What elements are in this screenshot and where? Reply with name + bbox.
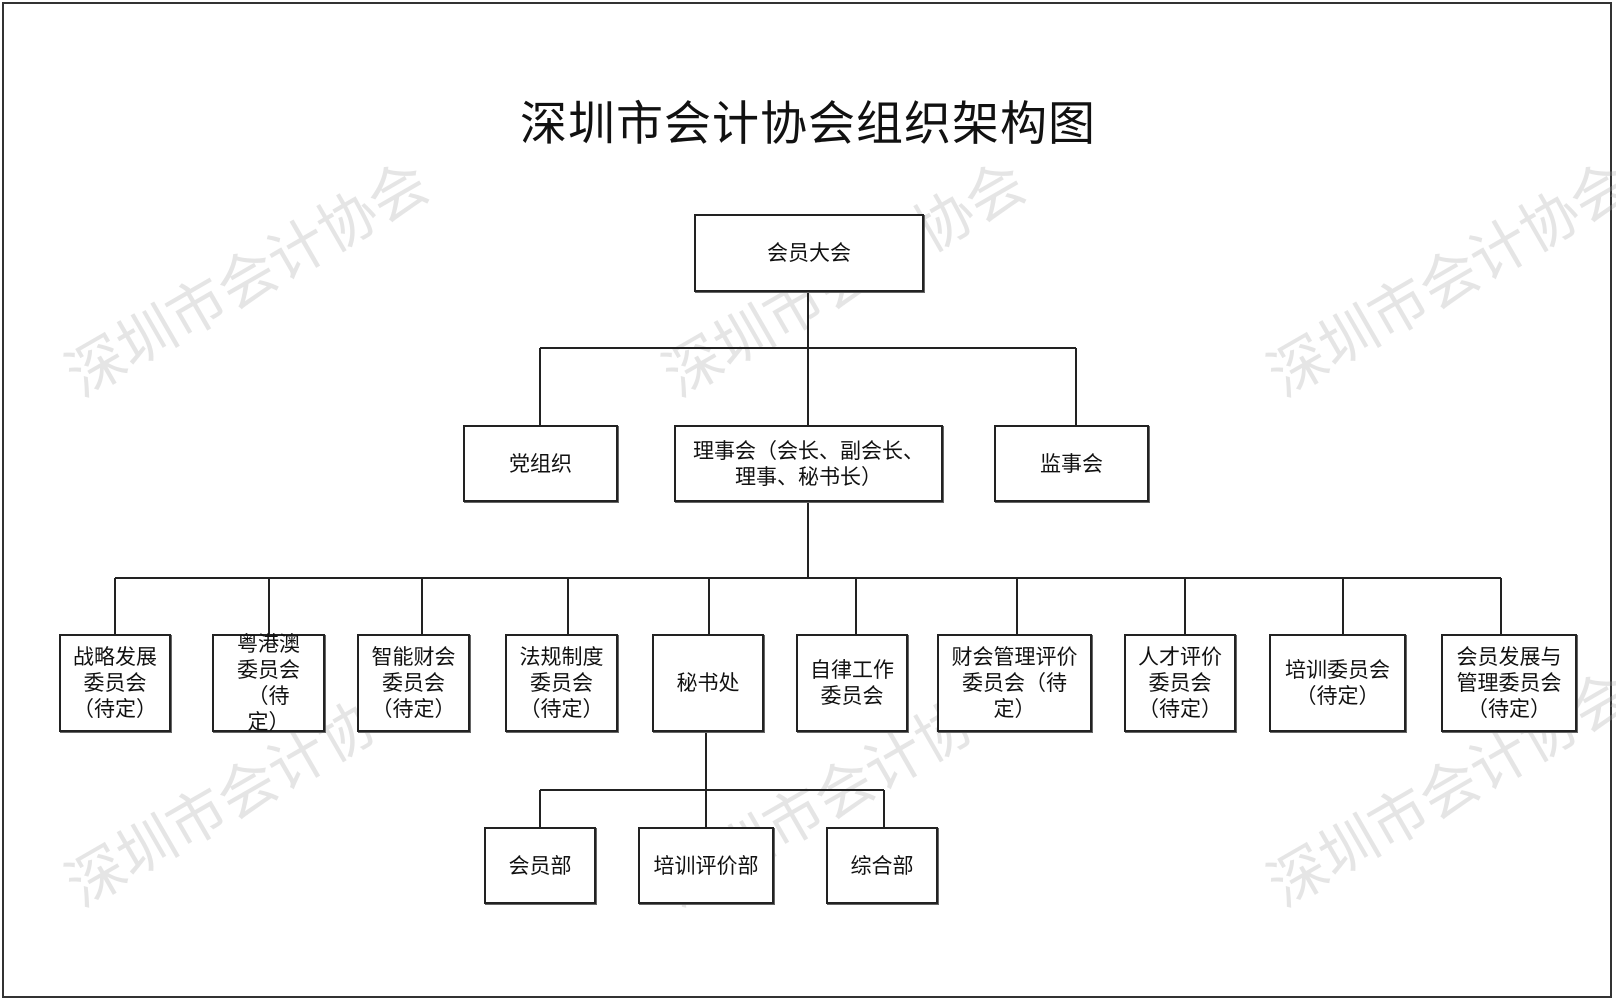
node-smart-finance-committee: 智能财会委员会（待定） [357, 634, 470, 732]
page-title: 深圳市会计协会组织架构图 [520, 97, 1096, 152]
node-secretariat: 秘书处 [652, 634, 764, 732]
node-general-department: 综合部 [826, 827, 938, 904]
node-gba-committee: 粤港澳委员会（待定） [212, 632, 325, 734]
node-talent-evaluation-committee: 人才评价委员会（待定） [1124, 634, 1236, 732]
node-self-discipline-committee: 自律工作委员会 [796, 634, 908, 732]
node-regulation-committee: 法规制度委员会（待定） [505, 634, 618, 732]
node-management-evaluation-committee: 财会管理评价委员会（待定） [937, 634, 1092, 732]
node-council: 理事会（会长、副会长、理事、秘书长） [674, 425, 943, 502]
node-party-organization: 党组织 [463, 425, 618, 502]
node-training-evaluation-department: 培训评价部 [638, 827, 774, 904]
node-strategy-committee: 战略发展委员会（待定） [59, 634, 171, 732]
node-member-department: 会员部 [484, 827, 596, 904]
node-board-of-supervisors: 监事会 [994, 425, 1149, 502]
node-training-committee: 培训委员会（待定） [1269, 634, 1406, 732]
node-member-assembly: 会员大会 [694, 214, 924, 292]
node-member-development-committee: 会员发展与管理委员会（待定） [1441, 634, 1577, 732]
